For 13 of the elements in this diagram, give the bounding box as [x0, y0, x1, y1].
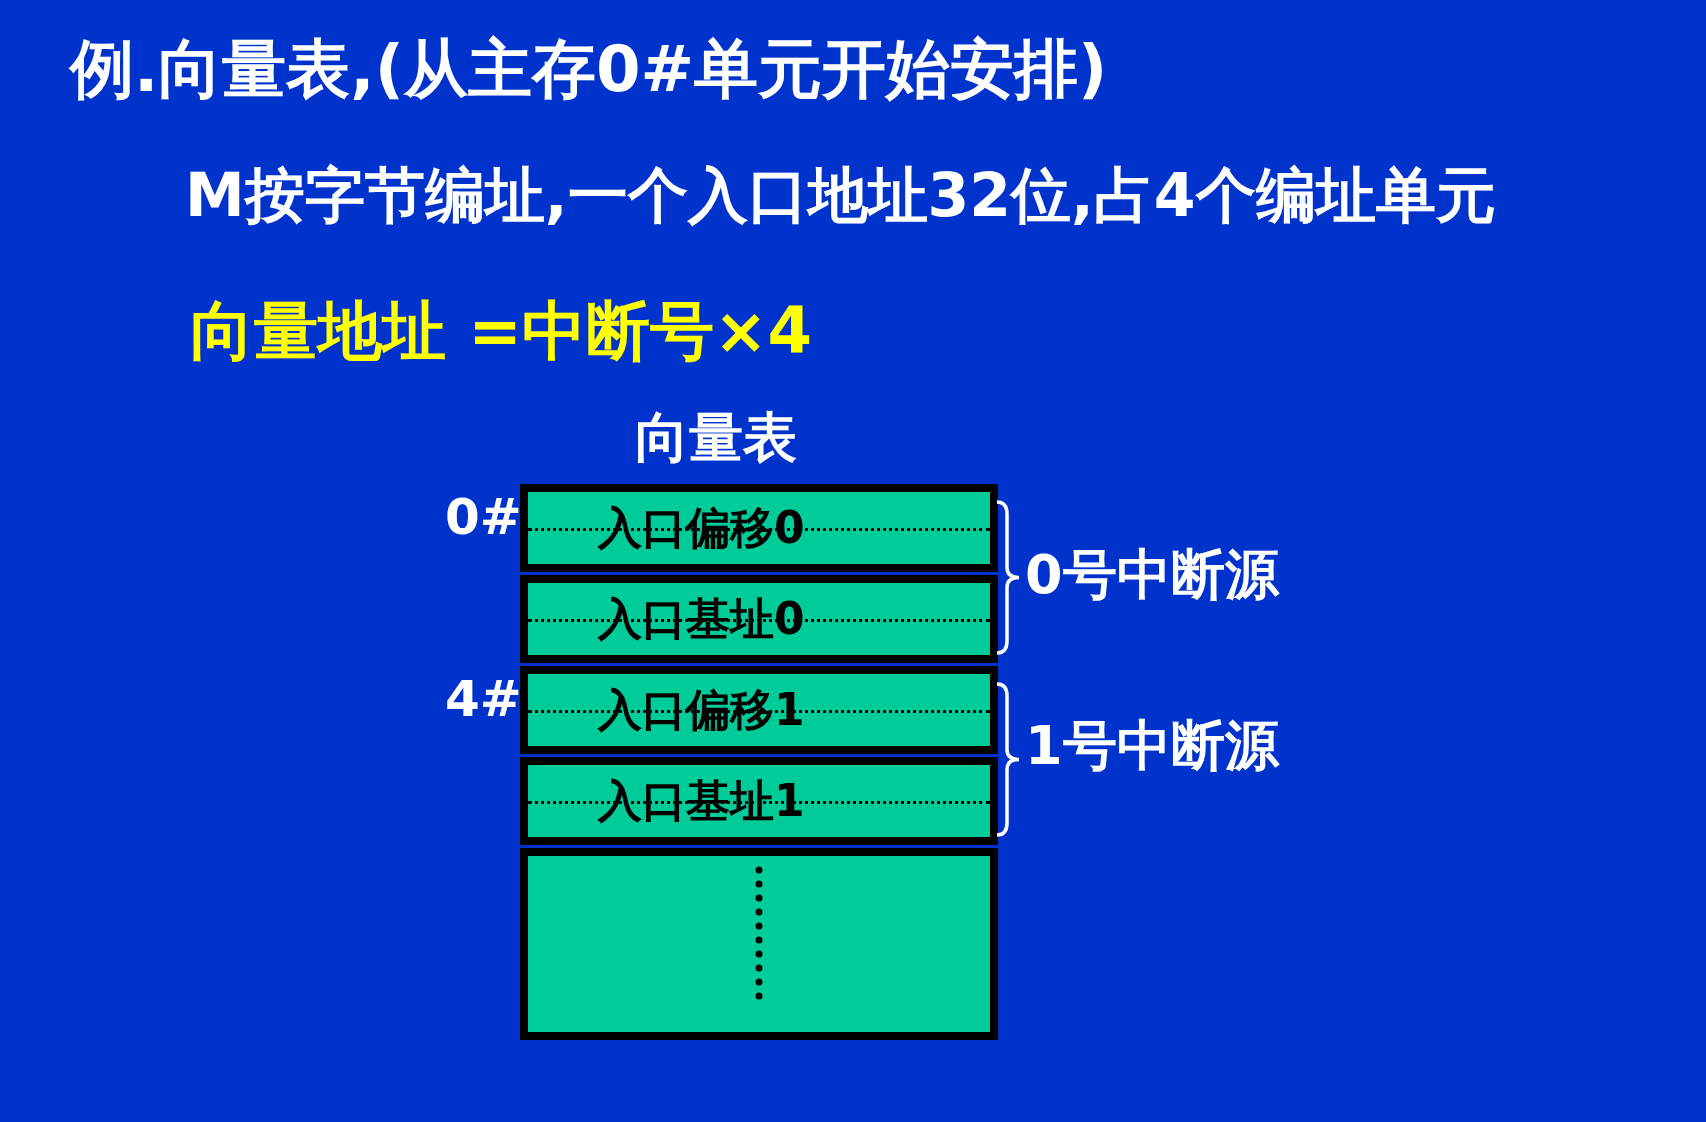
note-text: M按字节编址,一个入口地址32位,占4个编址单元 — [185, 162, 1496, 228]
table-cell — [520, 484, 998, 572]
group-label: 0号中断源 — [1025, 545, 1279, 605]
address-label: 0# — [445, 490, 522, 545]
table-cell — [520, 666, 998, 754]
table-cell — [520, 757, 998, 845]
formula-text: 向量地址 =中断号×4 — [190, 296, 813, 367]
address-label: 4# — [445, 672, 522, 727]
table-heading: 向量表 — [635, 408, 797, 468]
group-label: 1号中断源 — [1025, 716, 1279, 776]
table-cell — [520, 575, 998, 663]
table-cell — [520, 848, 998, 1040]
title: 例.向量表,(从主存0#单元开始安排) — [70, 34, 1108, 105]
